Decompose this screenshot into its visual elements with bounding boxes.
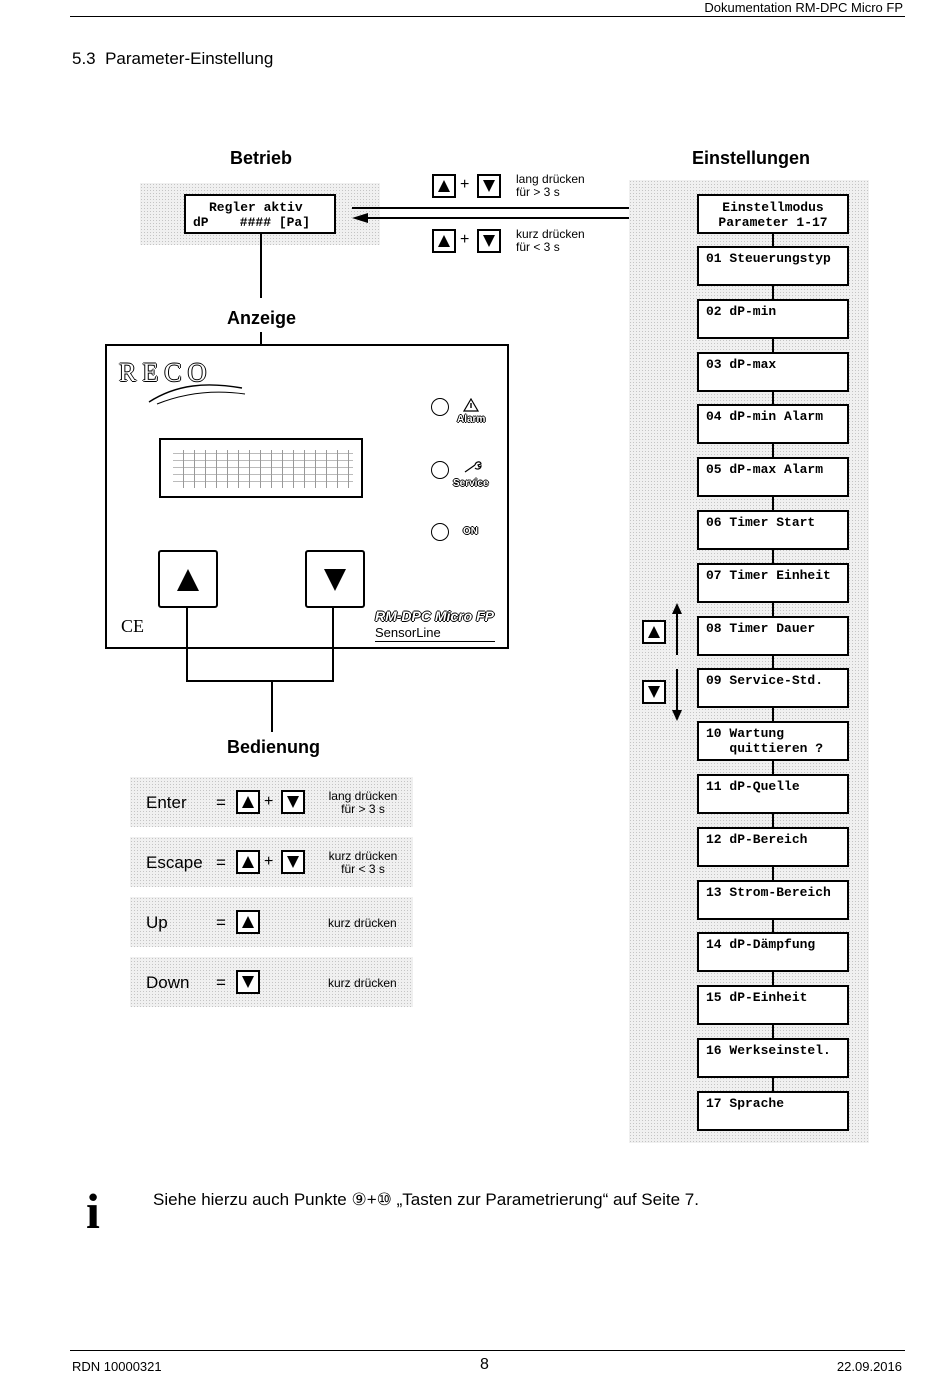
- operation-display: Regler aktiv dP #### [Pa]: [184, 194, 336, 234]
- device-down-button: [305, 550, 365, 608]
- footer-date: 22.09.2016: [836, 1359, 902, 1374]
- display-line-2: dP #### [Pa]: [193, 215, 311, 230]
- key-down-long: [477, 174, 501, 198]
- footer-rule: [70, 1350, 905, 1351]
- device-panel: RECO Alarm Service ON CE RM-DPC Micro FP…: [105, 344, 509, 649]
- display-line-1: Regler aktiv: [209, 200, 303, 215]
- info-icon: i: [86, 1183, 100, 1239]
- brand-swoosh-icon: [148, 384, 246, 405]
- brand-logo: RECO: [119, 358, 213, 387]
- led-alarm: [431, 398, 449, 416]
- param-box-02: 02 dP-min: [697, 298, 849, 339]
- param-box-15: 15 dP-Einheit: [697, 985, 849, 1026]
- up-arrow-icon: [438, 180, 450, 192]
- down-arrow-icon: [242, 976, 254, 988]
- up-arrow-icon: [242, 856, 254, 868]
- down-arrow-icon: [324, 569, 346, 591]
- led-on: [431, 523, 449, 541]
- param-box-07: 07 Timer Einheit: [697, 562, 849, 603]
- label-anzeige: Anzeige: [227, 308, 297, 328]
- display-connector: [260, 234, 262, 298]
- wrench-icon: [464, 461, 482, 473]
- down-key: [281, 850, 305, 874]
- header-rule: [70, 16, 905, 17]
- param-box-05: 05 dP-max Alarm: [697, 457, 849, 498]
- up-arrow-icon: [242, 796, 254, 808]
- nav-down-key: [642, 680, 666, 704]
- param-box-04: 04 dP-min Alarm: [697, 404, 849, 445]
- down-button-connector: [332, 606, 334, 682]
- plus-sign: +: [460, 176, 470, 193]
- nav-up-key: [642, 620, 666, 644]
- bedienung-connector: [271, 680, 273, 732]
- down-arrow-icon: [483, 235, 495, 247]
- up-key: [236, 790, 260, 814]
- header-doc-title: Dokumentation RM-DPC Micro FP: [704, 0, 903, 15]
- device-line: SensorLine: [375, 625, 441, 640]
- section-title: 5.3 Parameter-Einstellung: [72, 49, 274, 68]
- control-up: Up = kurz drücken: [130, 897, 413, 947]
- key-down-short: [477, 229, 501, 253]
- led-service-label: Service: [453, 478, 489, 489]
- up-arrow-icon: [177, 569, 199, 591]
- param-chain-line: [772, 230, 774, 1100]
- led-alarm-label: Alarm: [457, 414, 486, 425]
- einstellungen-panel: [629, 180, 869, 1143]
- device-up-button: [158, 550, 218, 608]
- down-arrow-icon: [648, 686, 660, 698]
- key-up-long: [432, 174, 456, 198]
- up-key: [236, 850, 260, 874]
- footer-doc-number: RDN 10000321: [72, 1359, 162, 1374]
- up-key: [236, 910, 260, 934]
- up-arrow-icon: [242, 916, 254, 928]
- down-key: [281, 790, 305, 814]
- param-box-10: 10 Wartung quittieren ?: [697, 721, 849, 762]
- param-box-14: 14 dP-Dämpfung: [697, 932, 849, 973]
- footer-page-number: 8: [480, 1356, 489, 1373]
- param-box-11: 11 dP-Quelle: [697, 774, 849, 814]
- param-box-03: 03 dP-max: [697, 351, 849, 392]
- plus-sign: +: [460, 231, 470, 248]
- warning-icon: [463, 398, 479, 412]
- param-box-17: 17 Sprache: [697, 1090, 849, 1131]
- down-key: [236, 970, 260, 994]
- down-arrow-icon: [287, 796, 299, 808]
- led-service: [431, 461, 449, 479]
- control-down: Down = kurz drücken: [130, 957, 413, 1007]
- button-bridge-line: [186, 680, 334, 682]
- label-einstellungen: Einstellungen: [692, 148, 811, 168]
- note-text: Siehe hierzu auch Punkte ⑨+⑩ „Tasten zur…: [153, 1190, 699, 1209]
- down-arrow-icon: [287, 856, 299, 868]
- param-box-09: 09 Service-Std.: [697, 668, 849, 709]
- down-arrow-icon: [483, 180, 495, 192]
- ce-mark: CE: [121, 616, 145, 636]
- device-model: RM-DPC Micro FP: [375, 608, 494, 624]
- param-box-12: 12 dP-Bereich: [697, 826, 849, 867]
- label-bedienung: Bedienung: [227, 737, 320, 757]
- param-box-08: 08 Timer Dauer: [697, 615, 849, 656]
- scroll-arrow-icon: [672, 603, 682, 721]
- label-betrieb: Betrieb: [230, 148, 293, 168]
- param-box-13: 13 Strom-Bereich: [697, 879, 849, 920]
- param-box-06: 06 Timer Start: [697, 510, 849, 550]
- device-lcd: [159, 438, 363, 498]
- device-model-underline: [375, 641, 495, 642]
- up-arrow-icon: [438, 235, 450, 247]
- up-button-connector: [186, 606, 188, 682]
- up-arrow-icon: [648, 626, 660, 638]
- param-box-16: 16 Werkseinstel.: [697, 1038, 849, 1078]
- param-box-01: 01 Steuerungstyp: [697, 246, 849, 286]
- led-on-label: ON: [463, 526, 478, 537]
- key-up-short: [432, 229, 456, 253]
